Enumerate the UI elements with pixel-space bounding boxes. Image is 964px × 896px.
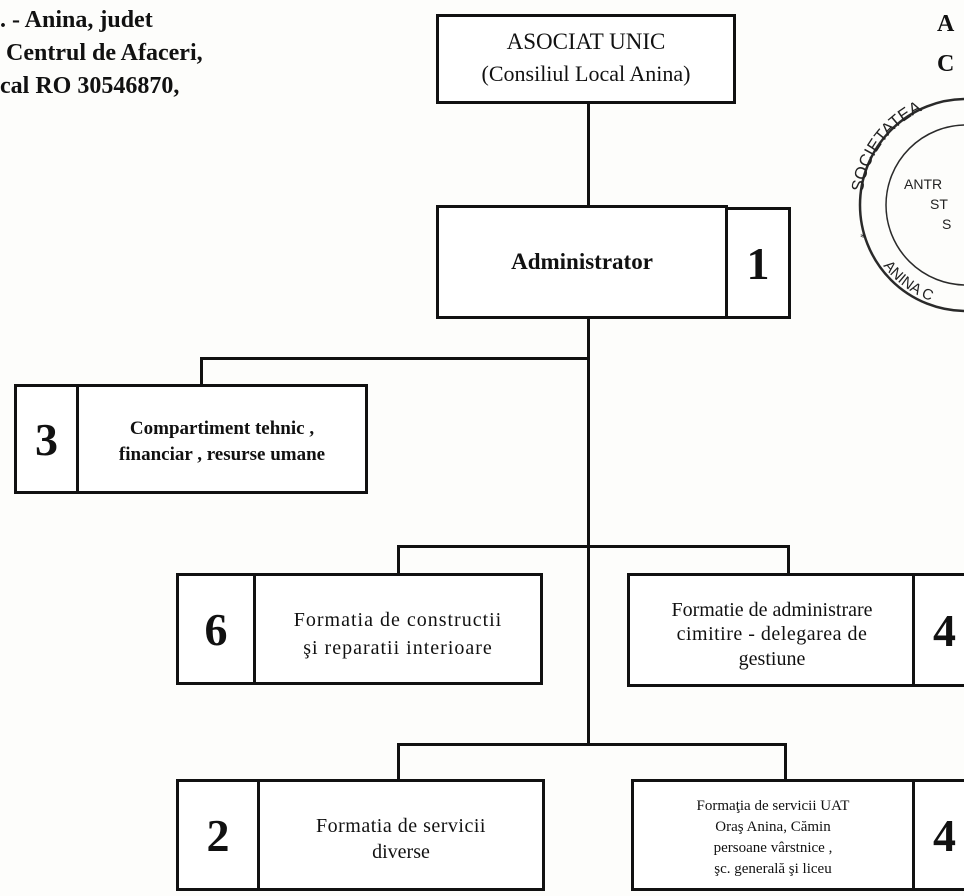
- header-address: . - Anina, judet Centrul de Afaceri, cal…: [0, 4, 203, 103]
- servicii-line-2: diverse: [372, 840, 430, 863]
- box-administrator: Administrator: [436, 205, 728, 319]
- company-stamp: SOCIETATEA ANINA C * ANTR ST S: [848, 97, 964, 313]
- cimitire-line-2: cimitire - delegarea de: [676, 622, 868, 645]
- connector-drop-2: [397, 743, 400, 781]
- box-servicii-diverse: Formatia de servicii diverse: [257, 779, 545, 891]
- asociat-title: ASOCIAT UNIC: [506, 29, 666, 54]
- stamp-bottom-text: ANINA C: [880, 257, 936, 304]
- stamp-inner-1: ANTR: [904, 176, 942, 192]
- servicii-line-1: Formatia de servicii: [316, 814, 486, 837]
- stamp-inner-3: S: [942, 216, 951, 232]
- box-asociat-unic: ASOCIAT UNIC (Consiliul Local Anina): [436, 14, 736, 104]
- connector-drop-4a: [787, 545, 790, 575]
- administrator-label: Administrator: [511, 249, 653, 274]
- connector-branch-3: [200, 357, 590, 360]
- connector-trunk: [587, 316, 590, 746]
- number-badge-3: 3: [14, 384, 79, 494]
- uat-line-4: şc. generală şi liceu: [714, 860, 832, 877]
- asociat-subtitle: (Consiliul Local Anina): [481, 61, 691, 86]
- constructii-line-2: şi reparatii interioare: [303, 636, 493, 659]
- connector-branch-2-4: [397, 743, 787, 746]
- box-servicii-uat: Formaţia de servicii UAT Oraş Anina, Căm…: [631, 779, 915, 891]
- uat-line-1: Formaţia de servicii UAT: [696, 797, 850, 814]
- stamp-inner-2: ST: [930, 196, 948, 212]
- box-compartiment: Compartiment tehnic , financiar , resurs…: [76, 384, 368, 494]
- connector-drop-4b: [784, 743, 787, 781]
- stamp-star: *: [860, 230, 866, 244]
- number-badge-6: 6: [176, 573, 256, 685]
- compartiment-line-2: financiar , resurse umane: [118, 444, 326, 465]
- uat-line-3: persoane vârstnice ,: [713, 839, 833, 856]
- address-line-1: . - Anina, judet: [0, 7, 153, 33]
- connector-top-admin: [587, 102, 590, 208]
- uat-line-2: Oraş Anina, Cămin: [715, 818, 831, 835]
- cimitire-line-1: Formatie de administrare: [671, 598, 873, 621]
- box-cimitire: Formatie de administrare cimitire - dele…: [627, 573, 917, 687]
- number-badge-4-cimitire: 4: [912, 573, 964, 687]
- box-constructii: Formatia de constructii şi reparatii int…: [253, 573, 543, 685]
- constructii-line-1: Formatia de constructii: [293, 608, 503, 631]
- address-line-2: Centrul de Afaceri,: [0, 40, 203, 66]
- header-right-char-1: A: [937, 11, 955, 37]
- address-line-3: cal RO 30546870,: [0, 73, 180, 99]
- connector-drop-6: [397, 545, 400, 575]
- number-badge-1: 1: [725, 207, 791, 319]
- connector-drop-3: [200, 357, 203, 387]
- compartiment-line-1: Compartiment tehnic ,: [129, 418, 315, 439]
- header-right-char-2: C: [937, 51, 955, 77]
- cimitire-line-3: gestiune: [738, 647, 806, 670]
- number-badge-2: 2: [176, 779, 260, 891]
- header-right: A C: [937, 4, 954, 84]
- connector-branch-6-4: [397, 545, 790, 548]
- number-badge-4-uat: 4: [912, 779, 964, 891]
- svg-text:ANINA C: ANINA C: [880, 257, 936, 304]
